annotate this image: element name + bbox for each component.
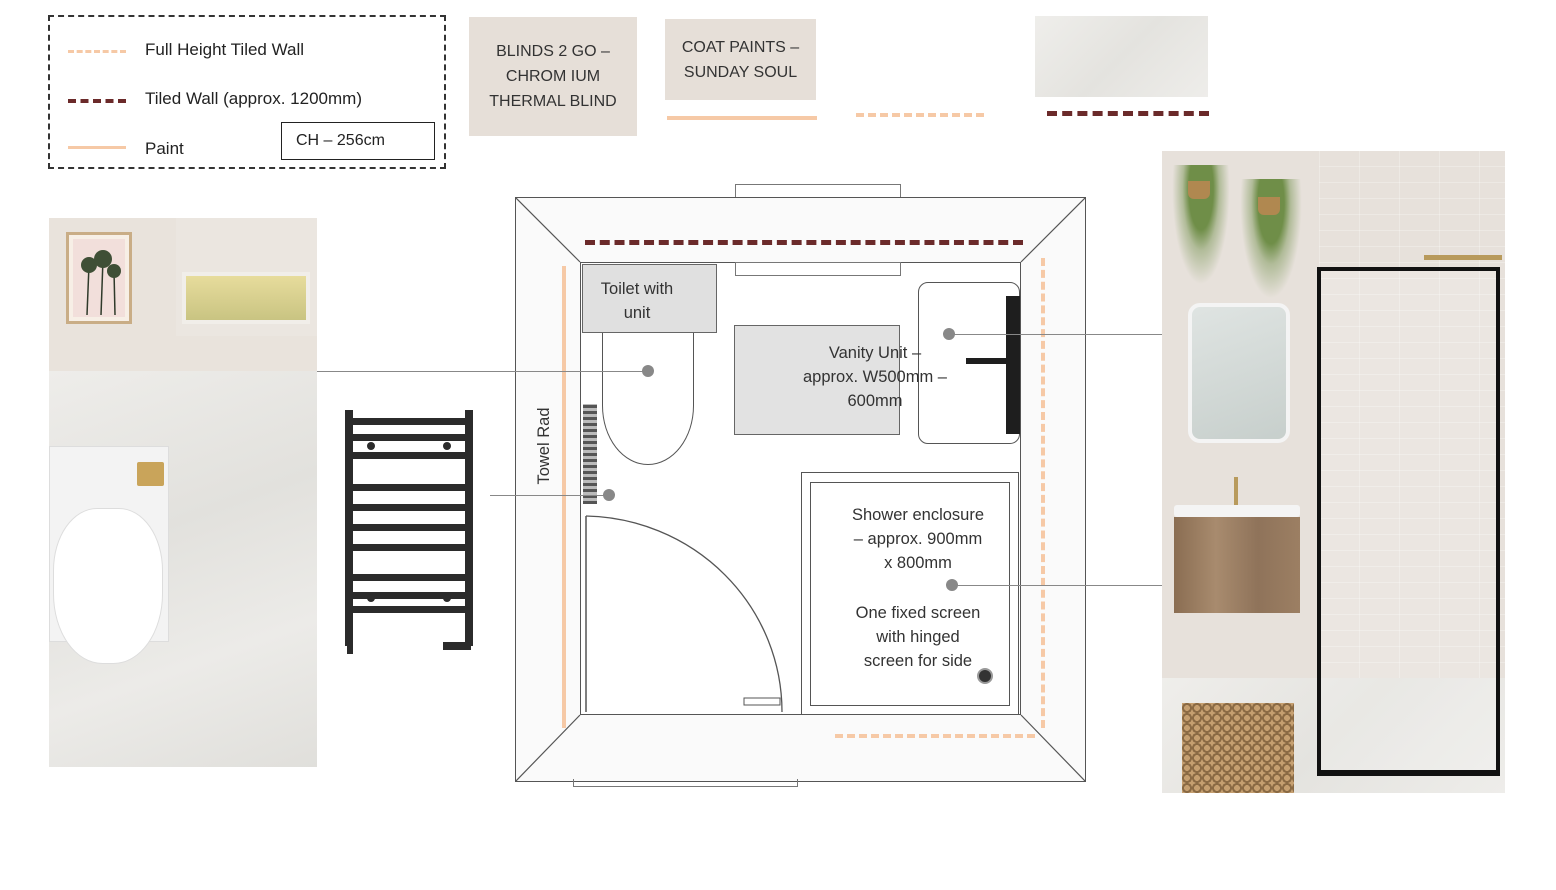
blinds-line-3: THERMAL BLIND bbox=[489, 93, 617, 110]
toilet-label: Toilet with unit bbox=[582, 277, 692, 325]
plant-pot-icon-2 bbox=[1258, 197, 1280, 215]
blinds-line-1: BLINDS 2 GO – bbox=[496, 43, 610, 60]
ceiling-height: CH – 256cm bbox=[281, 122, 435, 160]
grey-stone-swatch bbox=[1035, 16, 1208, 97]
toilet-pan bbox=[602, 333, 694, 465]
towel-rad-plan bbox=[583, 404, 597, 504]
vanity-label-line-2: approx. W500mm – bbox=[803, 368, 947, 386]
basin-tap-icon bbox=[1234, 477, 1238, 505]
shower-tray-inner bbox=[810, 482, 1010, 706]
plan-full-height-bottom bbox=[835, 734, 1035, 738]
screen-label-line-3: screen for side bbox=[863, 652, 973, 670]
palm-print-frame bbox=[66, 232, 132, 324]
toilet-callout-line bbox=[317, 371, 648, 372]
door-threshold bbox=[573, 779, 798, 787]
paint-line bbox=[68, 146, 126, 149]
toilet-label-line-2: unit bbox=[623, 304, 651, 322]
screen-label-line-2: with hinged bbox=[876, 628, 960, 646]
shower-label: Shower enclosure – approx. 900mm x 800mm bbox=[818, 503, 1018, 575]
screen-label-line-1: One fixed screen bbox=[855, 604, 981, 622]
towel-radiator-icon bbox=[345, 410, 473, 654]
shower-vanity-elevation bbox=[1162, 151, 1505, 793]
paint-swatch-indicator bbox=[667, 116, 817, 120]
tiled-wall-line bbox=[68, 99, 126, 103]
full-height-label: Full Height Tiled Wall bbox=[145, 40, 305, 59]
shower-head-icon bbox=[1424, 255, 1502, 260]
wall-corner-lines bbox=[515, 197, 1086, 782]
toilet-unit bbox=[582, 264, 717, 333]
basin-top-icon bbox=[1174, 505, 1300, 517]
shower-label-line-2: – approx. 900mm bbox=[853, 530, 983, 548]
led-mirror-icon bbox=[1188, 303, 1290, 443]
window bbox=[735, 262, 901, 276]
wood-vanity-icon bbox=[1174, 517, 1300, 613]
palm-tree-icon bbox=[73, 239, 125, 317]
paint-line-1: COAT PAINTS – bbox=[681, 38, 800, 56]
vanity-callout-line bbox=[949, 334, 1163, 335]
plant-pot-icon-1 bbox=[1188, 181, 1210, 199]
vanity-unit bbox=[734, 325, 900, 435]
woven-basket-icon bbox=[1182, 703, 1294, 793]
toilet-callout-dot bbox=[642, 365, 654, 377]
legend: Full Height Tiled Wall Tiled Wall (appro… bbox=[48, 15, 446, 169]
grey-stone-indicator bbox=[1047, 111, 1209, 116]
blinds-line-2: CHROM IUM bbox=[505, 68, 601, 85]
vanity-label-line-1: Vanity Unit – bbox=[828, 344, 922, 362]
paint-swatch: COAT PAINTS – SUNDAY SOUL bbox=[665, 19, 816, 100]
landscape-print-frame bbox=[176, 218, 317, 336]
shower-callout-line bbox=[952, 585, 1163, 586]
glass-screen bbox=[1317, 267, 1500, 776]
towel-rad-callout-dot bbox=[603, 489, 615, 501]
plan-tiled-wall-top bbox=[585, 240, 1023, 245]
towel-rad-label: Towel Rad bbox=[535, 407, 553, 485]
toilet-pan-icon bbox=[53, 508, 163, 664]
paint-label: Paint bbox=[145, 139, 184, 158]
plan-paint-left bbox=[562, 266, 566, 728]
full-height-tiled-line bbox=[68, 50, 126, 53]
screen-label: One fixed screen with hinged screen for … bbox=[818, 601, 1018, 673]
basin-backsplash bbox=[1006, 296, 1020, 434]
toilet-elevation bbox=[49, 218, 317, 767]
green-tile-swatch bbox=[846, 16, 1004, 98]
blinds-swatch: BLINDS 2 GO – CHROM IUM THERMAL BLIND bbox=[469, 17, 637, 136]
towel-rad-callout-line bbox=[490, 495, 608, 496]
tap-icon bbox=[966, 358, 1008, 364]
shower-label-line-3: x 800mm bbox=[884, 554, 952, 572]
shower-label-line-1: Shower enclosure bbox=[851, 506, 985, 524]
shower-green-tiles bbox=[1319, 151, 1505, 678]
vanity-callout-dot bbox=[943, 328, 955, 340]
plan-full-height-right bbox=[1041, 258, 1045, 728]
door-swing bbox=[585, 515, 783, 713]
vanity-label: Vanity Unit – approx. W500mm – 600mm bbox=[770, 341, 980, 413]
tiled-wall-label: Tiled Wall (approx. 1200mm) bbox=[145, 89, 362, 108]
shower-drain-icon bbox=[977, 668, 993, 684]
vanity-label-line-3: 600mm bbox=[847, 392, 903, 410]
shower-callout-dot bbox=[946, 579, 958, 591]
paint-line-2: SUNDAY SOUL bbox=[683, 63, 798, 81]
window-sill bbox=[735, 184, 901, 198]
green-tile-indicator bbox=[856, 113, 984, 117]
flush-button-icon bbox=[137, 462, 164, 486]
toilet-label-line-1: Toilet with bbox=[600, 280, 674, 298]
